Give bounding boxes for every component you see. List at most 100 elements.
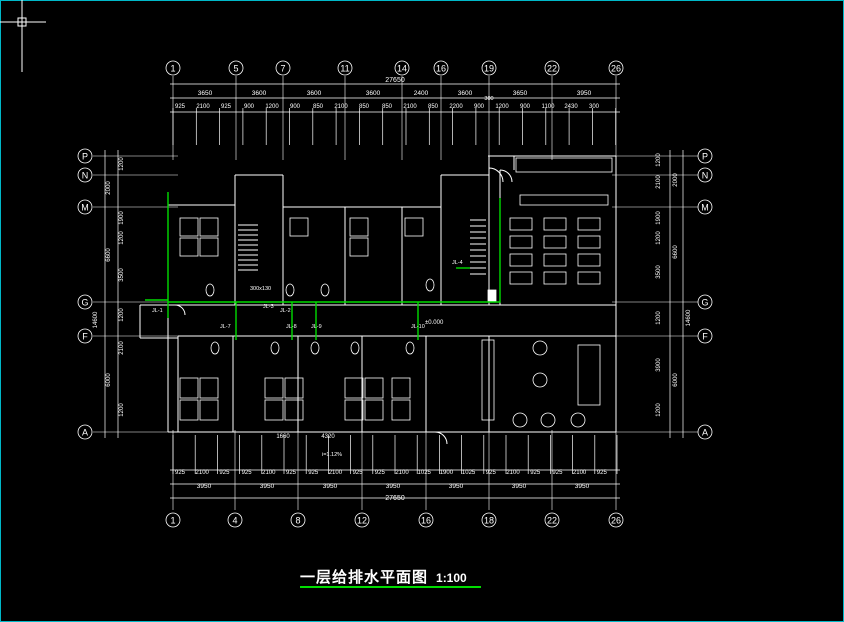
axis-bubble-label: 14 xyxy=(397,64,407,74)
shower-stall xyxy=(284,399,304,421)
axis-bubble-circle xyxy=(481,60,497,76)
axis-bubble-label: 4 xyxy=(232,516,237,526)
axis-bubble-label: P xyxy=(82,152,88,162)
dining-table xyxy=(543,235,567,249)
dim-top-fine: 2100 xyxy=(403,104,417,110)
dim-top-mid: 3950 xyxy=(577,90,592,97)
dim-bottom-mid: 3950 xyxy=(449,483,464,490)
dim-bottom-fine: 925 xyxy=(286,470,297,476)
axis-bubble-circle xyxy=(394,60,410,76)
drawing-title-block: 一层给排水平面图 1:100 xyxy=(300,566,467,592)
axis-bubble-label: 18 xyxy=(484,516,494,526)
axis-bubble-circle xyxy=(697,148,713,164)
dim-top-mid: 2400 xyxy=(414,90,429,97)
toilet-fixture xyxy=(210,341,220,355)
axis-bubble-label: 7 xyxy=(280,64,285,74)
pipe-segment xyxy=(167,192,501,303)
shower-stall xyxy=(179,399,199,421)
shower-stall xyxy=(199,377,219,399)
crosshair-cursor-icon xyxy=(0,0,46,72)
dim-left-vertical: 1200 xyxy=(119,403,125,417)
dim-top-fine: 1200 xyxy=(495,104,509,110)
dim-bottom-fine: 925 xyxy=(597,470,608,476)
axis-bubble-label: A xyxy=(82,428,88,438)
dim-left-vertical: 1200 xyxy=(119,231,125,245)
dim-bottom-mid: 3950 xyxy=(386,483,401,490)
dim-top-fine: 900 xyxy=(244,104,255,110)
dim-right-vertical: 1200 xyxy=(656,311,662,325)
axis-bubble-circle xyxy=(697,199,713,215)
dim-bottom-fine: 925 xyxy=(242,470,253,476)
axis-bubble-circle xyxy=(227,512,243,528)
dim-bottom-mid: 3950 xyxy=(512,483,527,490)
slope-label: i=1.12% xyxy=(322,452,342,458)
dim-top-fine: 850 xyxy=(313,104,324,110)
axis-bubble-label: N xyxy=(702,171,709,181)
axis-bubble-label: 19 xyxy=(484,64,494,74)
title-underline xyxy=(300,586,481,588)
shower-stall xyxy=(199,217,219,237)
shower-stall xyxy=(404,217,424,237)
dim-right-vertical: 3500 xyxy=(656,265,662,279)
door-swing-arc xyxy=(434,431,448,445)
axis-bubble-label: 11 xyxy=(340,64,349,74)
riser-label: JL-4 xyxy=(452,260,463,266)
dim-left-vertical: 3500 xyxy=(119,268,125,282)
axis-bubble-circle xyxy=(337,60,353,76)
service-counter xyxy=(481,339,495,421)
dim-bottom-fine: 925 xyxy=(353,470,364,476)
dining-table xyxy=(577,253,601,267)
dim-left-vertical: 1200 xyxy=(119,157,125,171)
toilet-fixture xyxy=(310,341,320,355)
toilet-fixture xyxy=(285,283,295,297)
room-dimension: 4320 xyxy=(321,434,335,440)
kitchen-counter xyxy=(515,157,613,173)
dim-bottom-fine: 1900 xyxy=(440,470,454,476)
toilet-fixture xyxy=(405,341,415,355)
dim-top-mid: 3600 xyxy=(366,90,381,97)
riser-label: JL-8 xyxy=(286,324,297,330)
dim-top-fine: 300 xyxy=(589,104,600,110)
riser-label: JL-3 xyxy=(263,304,274,310)
dim-bottom-fine: 925 xyxy=(530,470,541,476)
door-swing-arc xyxy=(174,304,186,316)
shower-stall xyxy=(199,237,219,257)
axis-bubble-label: G xyxy=(81,298,88,308)
dim-bottom-fine: 2100 xyxy=(506,470,520,476)
axis-bubble-circle xyxy=(228,60,244,76)
dim-bottom-fine: 925 xyxy=(175,470,186,476)
plumbing-fixtures xyxy=(179,157,613,428)
dim-right-vertical: 1200 xyxy=(656,231,662,245)
axis-bubble-label: 1 xyxy=(170,516,175,526)
dining-table xyxy=(543,253,567,267)
dim-bottom-fine: 925 xyxy=(219,470,230,476)
dim-right-vertical: 14600 xyxy=(686,309,692,326)
axis-bubble-circle xyxy=(165,60,181,76)
axis-bubble-label: 16 xyxy=(421,516,431,526)
axis-bubble-circle xyxy=(544,60,560,76)
dim-top-fine: 850 xyxy=(359,104,370,110)
shower-stall xyxy=(349,217,369,237)
round-table xyxy=(532,340,548,356)
dim-bottom-fine: 925 xyxy=(308,470,319,476)
toilet-fixture xyxy=(270,341,280,355)
dim-top-mid: 3650 xyxy=(198,90,213,97)
shower-stall xyxy=(391,377,411,399)
dim-top-fine: 900 xyxy=(520,104,531,110)
dim-left-vertical: 2000 xyxy=(106,181,112,195)
axis-bubble-label: 8 xyxy=(295,516,300,526)
shower-stall xyxy=(349,237,369,257)
shower-stall xyxy=(179,237,199,257)
elevation-mark: ±0.000 xyxy=(425,320,444,326)
dim-bottom-mid: 3950 xyxy=(197,483,212,490)
dim-top-fine: 900 xyxy=(290,104,301,110)
dim-left-vertical: 6600 xyxy=(106,248,112,262)
dining-table xyxy=(509,217,533,231)
riser-label: JL-10 xyxy=(411,324,425,330)
drawing-scale: 1:100 xyxy=(436,571,467,585)
axis-bubble-label: 1 xyxy=(170,64,175,74)
